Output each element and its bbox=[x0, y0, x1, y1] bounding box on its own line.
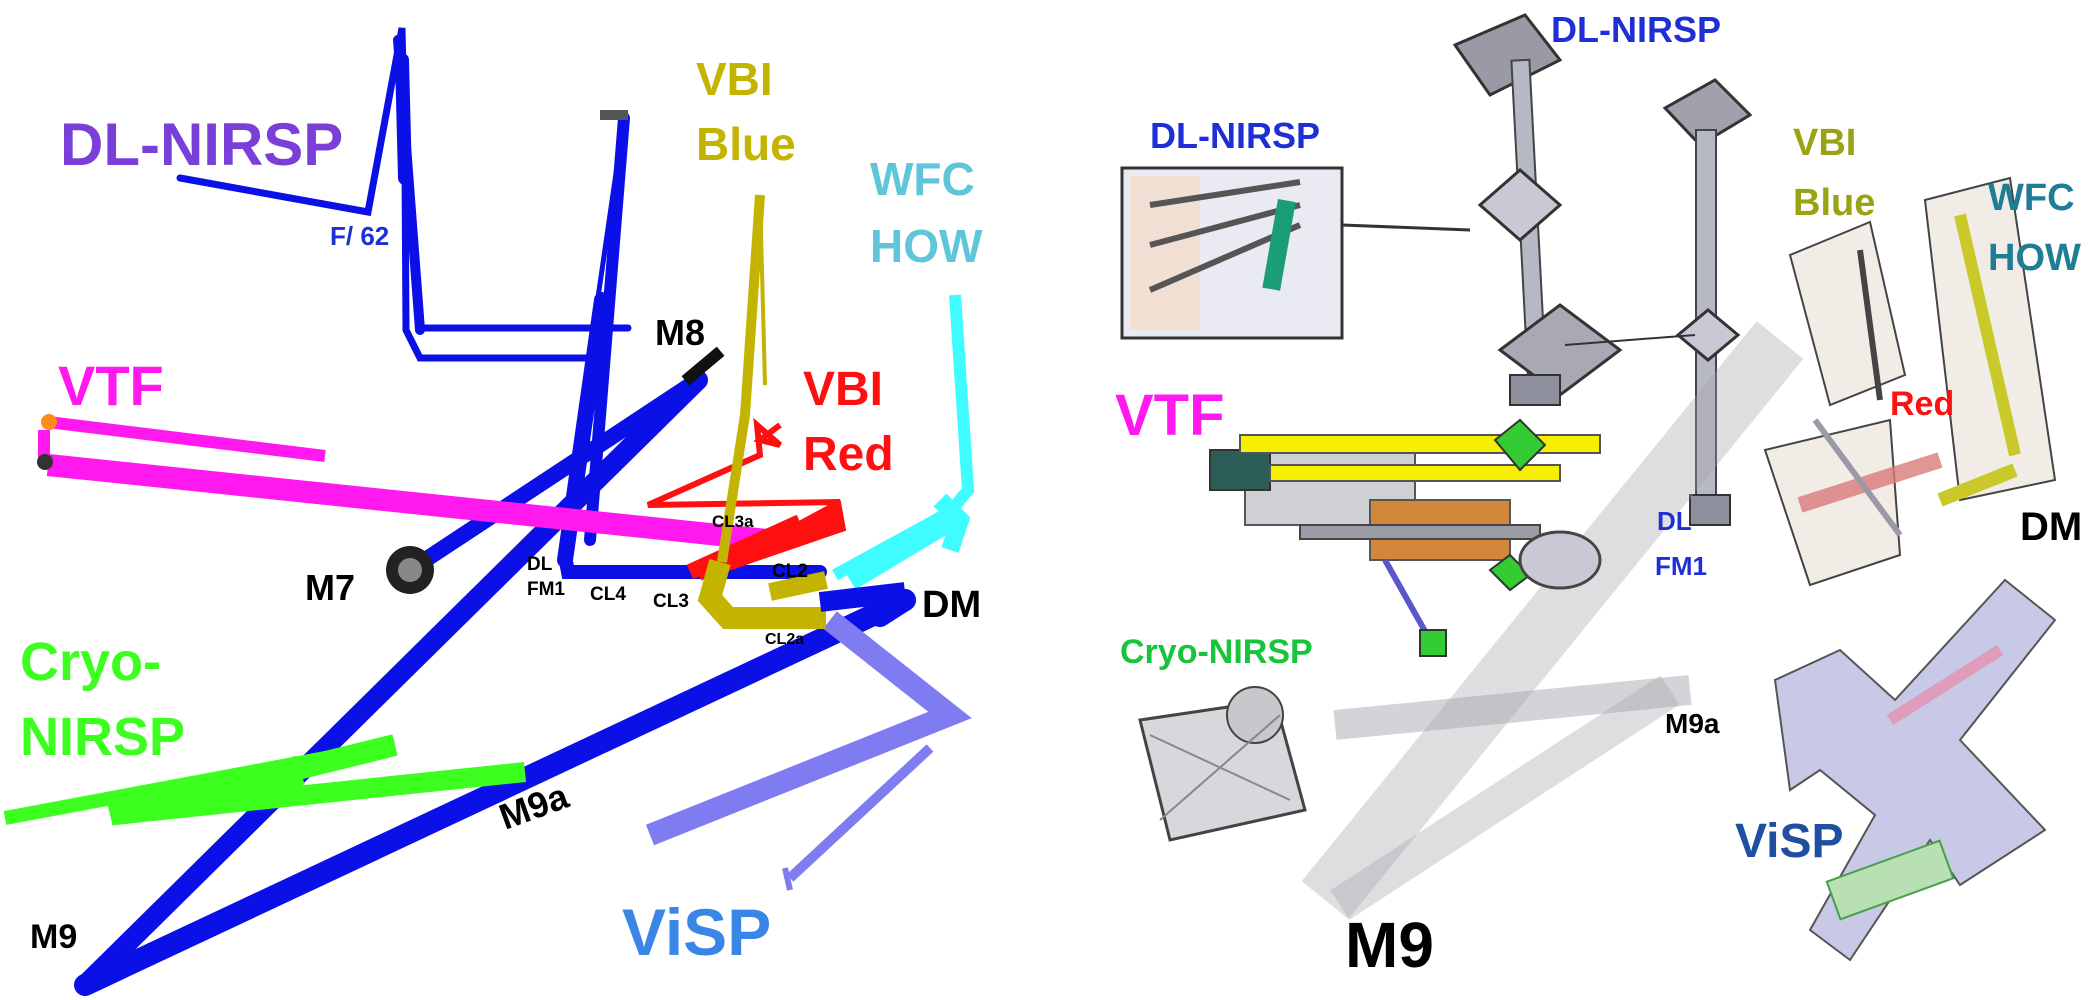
label-cl2: CL2 bbox=[772, 561, 808, 582]
mirror-m8 bbox=[681, 346, 725, 386]
vbi-wfc-benches bbox=[1763, 176, 2057, 587]
vtf-beams bbox=[38, 416, 769, 551]
label-right-red: Red bbox=[1890, 385, 1954, 423]
label-right-vbi-blue-line2: Blue bbox=[1793, 182, 1875, 224]
dl-nirsp-tower bbox=[1452, 13, 1623, 406]
label-right-dl-nirsp-left: DL-NIRSP bbox=[1150, 115, 1320, 156]
dm-beam-segment bbox=[818, 582, 907, 612]
vtf-bench bbox=[1209, 418, 1601, 657]
label-vbi-blue-line2: Blue bbox=[696, 118, 796, 170]
label-m8: M8 bbox=[655, 312, 705, 353]
label-wfc-line1: WFC bbox=[870, 153, 975, 205]
label-f62: F/ 62 bbox=[330, 221, 389, 251]
label-vbi-red-line1: VBI bbox=[803, 363, 883, 416]
cryo-nirsp-beams bbox=[3, 734, 527, 826]
label-m7: M7 bbox=[305, 567, 355, 608]
left-beam-diagram: DL-NIRSP F/ 62 VBI Blue WFC HOW M8 VTF V… bbox=[3, 27, 983, 996]
label-dl-nirsp: DL-NIRSP bbox=[60, 111, 343, 178]
label-right-dm: DM bbox=[2020, 505, 2082, 549]
label-right-wfc-line2: HOW bbox=[1988, 237, 2081, 279]
visp-bench bbox=[1773, 578, 2057, 962]
label-m9: M9 bbox=[30, 918, 77, 956]
relay-tower bbox=[1564, 78, 1753, 526]
cryo-nirsp-bench bbox=[1138, 686, 1307, 842]
vtf-mirror-icon bbox=[37, 454, 53, 470]
label-visp: ViSP bbox=[622, 895, 771, 969]
label-right-dl-fm1-line1: DL bbox=[1657, 506, 1692, 536]
vtf-mirror-icon bbox=[41, 414, 57, 430]
label-vbi-red-line2: Red bbox=[803, 428, 894, 481]
label-cl3: CL3 bbox=[653, 591, 689, 612]
main-feed-tubes bbox=[1301, 321, 1804, 920]
label-right-visp: ViSP bbox=[1735, 815, 1844, 868]
label-vbi-blue-line1: VBI bbox=[696, 53, 773, 105]
label-right-vbi-blue-line1: VBI bbox=[1793, 122, 1856, 164]
vbi-blue-beams bbox=[697, 194, 828, 629]
label-cl3a: CL3a bbox=[712, 512, 754, 531]
label-right-dl-nirsp-top: DL-NIRSP bbox=[1551, 9, 1721, 50]
label-cl4: CL4 bbox=[590, 584, 626, 605]
label-right-vtf: VTF bbox=[1115, 383, 1225, 448]
label-wfc-line2: HOW bbox=[870, 220, 983, 272]
label-right-m9a: M9a bbox=[1665, 708, 1720, 739]
label-cl2a: CL2a bbox=[765, 631, 804, 648]
visp-beams bbox=[645, 611, 972, 891]
dl-nirsp-beams bbox=[176, 27, 827, 579]
label-dl-fm1-line1: DL bbox=[527, 554, 553, 575]
dl-nirsp-bench bbox=[1120, 166, 1471, 340]
mirror-m7 bbox=[386, 546, 434, 594]
label-vtf: VTF bbox=[58, 354, 164, 417]
label-dl-fm1-line2: FM1 bbox=[527, 579, 565, 600]
label-right-cryo: Cryo-NIRSP bbox=[1120, 633, 1313, 671]
main-feed-beams bbox=[74, 370, 916, 996]
mirror-m6 bbox=[600, 110, 628, 120]
label-cryo-line2: NIRSP bbox=[20, 707, 185, 767]
label-right-dl-fm1-line2: FM1 bbox=[1655, 551, 1707, 581]
label-dm: DM bbox=[922, 584, 981, 626]
label-right-m9: M9 bbox=[1345, 909, 1434, 981]
right-cad-diagram: DL-NIRSP DL-NIRSP VBI Blue WFC HOW VTF R… bbox=[1115, 9, 2082, 981]
wfc-beams bbox=[832, 294, 975, 590]
label-right-wfc-line1: WFC bbox=[1988, 177, 2075, 219]
label-cryo-line1: Cryo- bbox=[20, 632, 161, 692]
